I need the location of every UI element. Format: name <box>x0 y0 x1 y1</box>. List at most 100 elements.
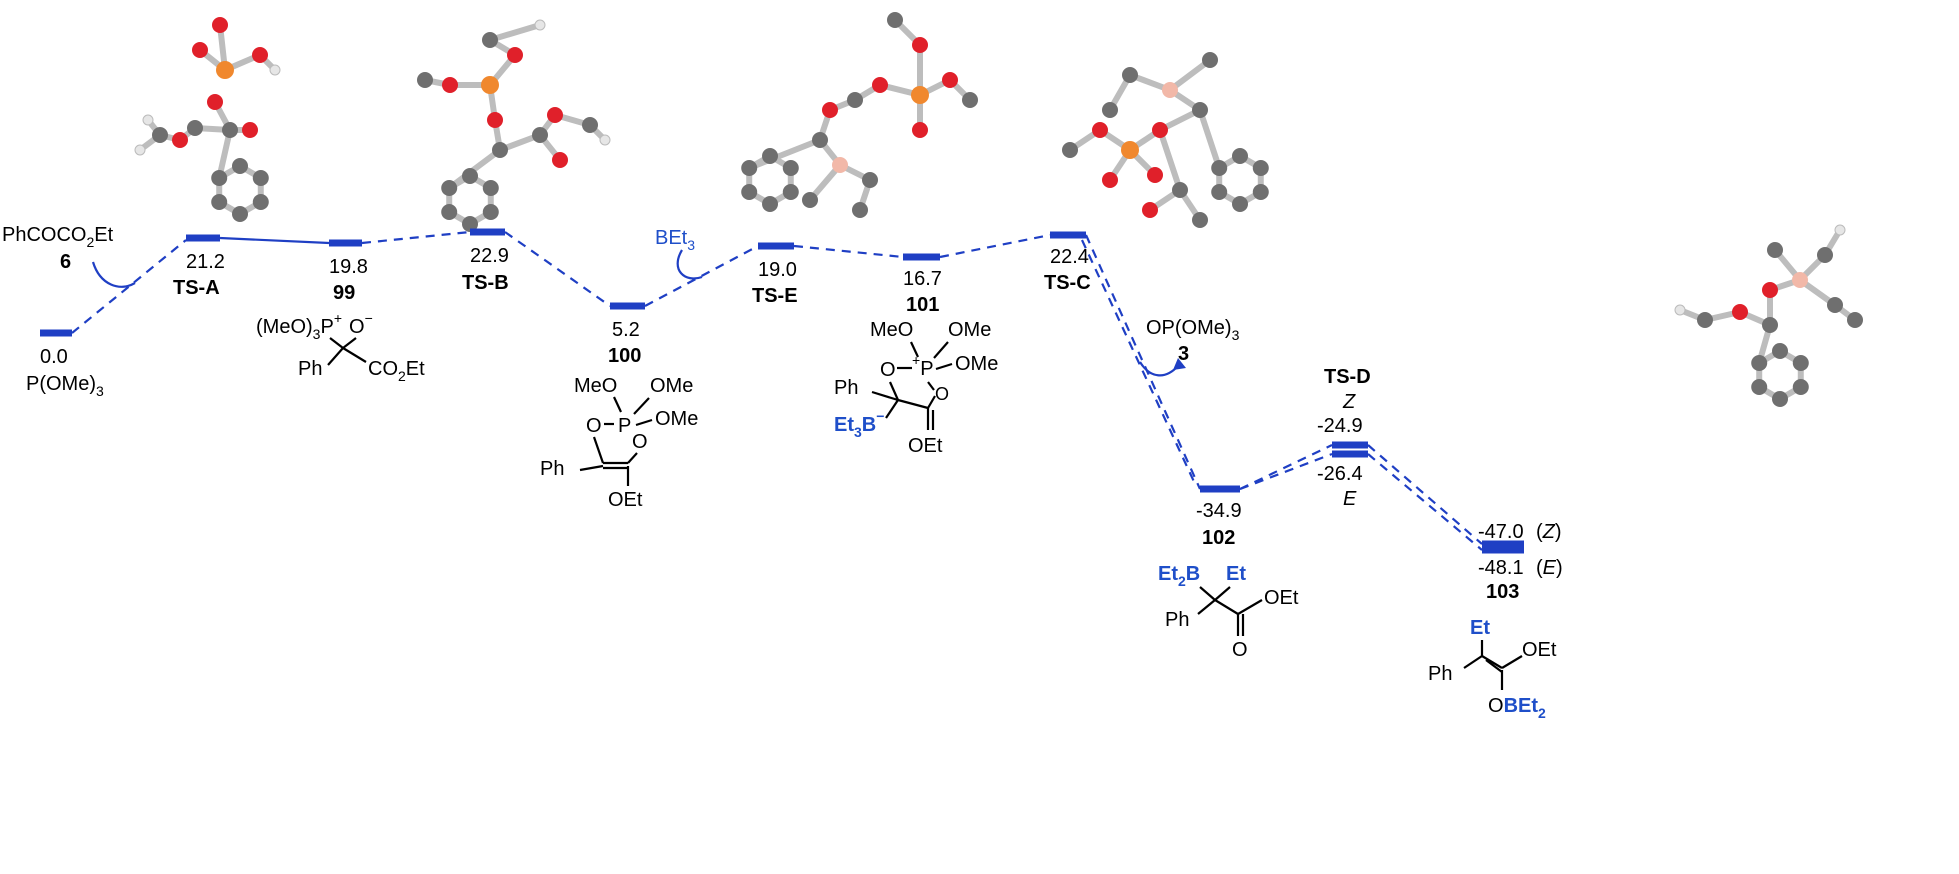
model-atom <box>812 132 828 148</box>
s103-oet: OEt <box>1522 639 1557 661</box>
s102-o: O <box>1232 639 1248 661</box>
model-bond <box>487 22 543 43</box>
energy-101: 16.7 <box>903 268 942 290</box>
s99-ester: CO2Et <box>368 358 425 384</box>
s102-et: Et <box>1226 563 1246 585</box>
connector <box>793 244 904 259</box>
ts-d-3d-model <box>1674 224 1863 407</box>
model-atom <box>1834 224 1846 236</box>
model-atom <box>1147 167 1163 183</box>
s100-o-left: O <box>586 415 602 437</box>
model-atom <box>187 120 203 136</box>
model-atom <box>252 170 269 186</box>
reagent-arrow-out <box>1139 361 1179 377</box>
model-atom <box>1792 272 1808 288</box>
model-atom <box>242 122 258 138</box>
energy-102: -34.9 <box>1196 500 1242 522</box>
structure-99: (MeO)3P+ O− Ph CO2Et <box>256 310 425 384</box>
name-ts-e: TS-E <box>752 285 798 307</box>
energy-ts-c: 22.4 <box>1050 246 1089 268</box>
s100-o-right: O <box>632 431 648 453</box>
model-atom <box>599 134 611 146</box>
model-atom <box>487 112 503 128</box>
model-atom <box>887 12 903 28</box>
ts-d-z-label: Z <box>1342 391 1356 413</box>
model-atom <box>912 37 928 53</box>
s99-o-minus: O− <box>349 310 373 338</box>
structure-103: Et Ph OEt OBEt2 <box>1428 617 1557 721</box>
model-atom <box>741 184 758 200</box>
s101-borate: Et3B− <box>834 408 884 440</box>
energy-ts-d-z: -24.9 <box>1317 415 1363 437</box>
model-atom <box>1252 160 1269 176</box>
connector <box>1081 239 1197 487</box>
energy-p-ome3: 0.0 <box>40 346 68 368</box>
s102-oet: OEt <box>1264 587 1299 609</box>
model-atom <box>492 142 508 158</box>
model-bond <box>746 137 823 171</box>
model-atom <box>482 204 499 220</box>
model-atom <box>802 192 818 208</box>
s101-p: +P <box>912 352 934 380</box>
model-atom <box>1211 160 1228 176</box>
model-atom <box>232 158 248 174</box>
model-atom <box>1767 242 1783 258</box>
model-atom <box>462 216 478 232</box>
name-p-ome3: P(OMe)3 <box>26 373 104 399</box>
model-atom <box>1772 343 1788 359</box>
model-atom <box>441 204 458 220</box>
arrowhead <box>1173 358 1186 370</box>
model-atom <box>822 102 838 118</box>
model-atom <box>741 160 758 176</box>
name-ts-d: TS-D <box>1324 366 1371 388</box>
model-atom <box>1102 172 1118 188</box>
reagent-arrow-in <box>91 261 136 288</box>
model-atom <box>911 86 929 104</box>
s102-ph: Ph <box>1165 609 1189 631</box>
name-ts-b: TS-B <box>462 272 509 294</box>
model-atom <box>762 148 778 164</box>
name-ts-c: TS-C <box>1044 272 1091 294</box>
model-atom <box>172 132 188 148</box>
structure-101: MeO OMe OMe O +P O Ph Et3B− OEt <box>834 319 998 457</box>
model-atom <box>1102 102 1118 118</box>
energy-100: 5.2 <box>612 319 640 341</box>
s103-obet2: OBEt2 <box>1488 695 1546 721</box>
model-atom <box>534 19 546 31</box>
connector <box>939 233 1051 259</box>
model-atom <box>1142 202 1158 218</box>
model-atom <box>852 202 868 218</box>
model-atom <box>1122 67 1138 83</box>
model-atom <box>142 114 154 126</box>
model-atom <box>942 72 958 88</box>
model-atom <box>482 180 499 196</box>
s100-meo: MeO <box>574 375 617 397</box>
model-atom <box>1792 379 1809 395</box>
s101-o-left: O <box>880 359 896 381</box>
model-atom <box>862 172 878 188</box>
structure-100: MeO OMe OMe O P O Ph OEt <box>540 375 698 511</box>
model-atom <box>762 196 778 212</box>
s101-oet: OEt <box>908 435 943 457</box>
name-ts-a: TS-A <box>173 277 220 299</box>
model-atom <box>207 94 223 110</box>
structure-102: Et2B Et Ph OEt O <box>1158 563 1299 661</box>
model-atom <box>507 47 523 63</box>
model-atom <box>152 127 168 143</box>
model-atom <box>1232 148 1248 164</box>
model-atom <box>582 117 598 133</box>
s99-ph: Ph <box>298 358 322 380</box>
s100-oet: OEt <box>608 489 643 511</box>
connector <box>644 245 759 307</box>
s101-o-carbonyl: O <box>935 384 949 404</box>
s100-ome1: OMe <box>650 375 693 397</box>
model-atom <box>222 122 238 138</box>
model-atom <box>211 170 228 186</box>
model-atom <box>1172 182 1188 198</box>
connector <box>1084 234 1202 490</box>
model-atom <box>462 168 478 184</box>
model-atom <box>216 61 234 79</box>
s99-p-group: (MeO)3P+ <box>256 310 342 342</box>
energy-99: 19.8 <box>329 256 368 278</box>
